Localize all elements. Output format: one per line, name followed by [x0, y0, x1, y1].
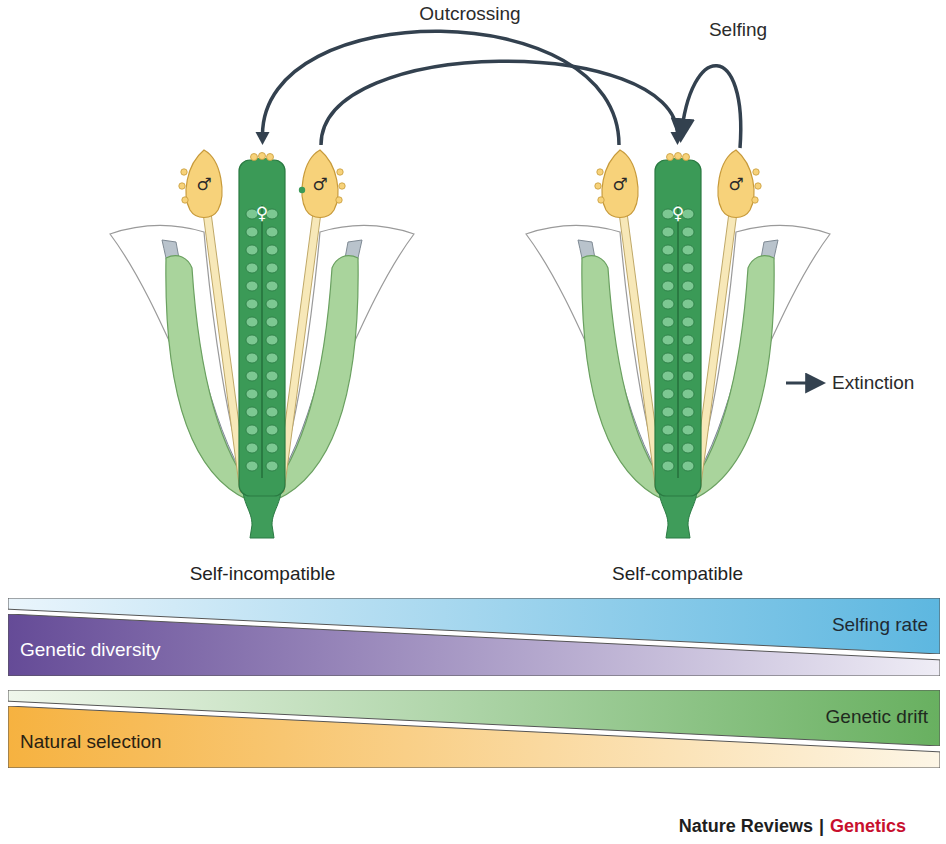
female-symbol: ♀ — [672, 203, 684, 223]
credit-line: Nature Reviews | Genetics — [679, 816, 906, 837]
extinction-label: Extinction — [832, 372, 914, 394]
credit-text: Genetics — [830, 816, 906, 837]
flower-caption: Self-incompatible — [150, 563, 375, 585]
arrow-label: Outcrossing — [419, 3, 520, 25]
outcrossing-arrow — [256, 31, 620, 145]
male-symbol: ♂ — [728, 174, 743, 194]
arrow-label: Selfing — [709, 19, 767, 41]
wedge-label: Genetic diversity — [20, 639, 160, 661]
credit-text: Nature Reviews — [679, 816, 813, 837]
male-symbol: ♂ — [612, 174, 627, 194]
credit-text: | — [819, 816, 824, 837]
diversity-wedge: Genetic diversity — [8, 614, 940, 676]
male-symbol: ♂ — [312, 174, 327, 194]
flower-caption: Self-compatible — [565, 563, 790, 585]
selection-wedge: Natural selection — [8, 706, 940, 768]
female-symbol: ♀ — [256, 203, 268, 223]
male-symbol: ♂ — [196, 174, 211, 194]
outcrossing-arrow — [321, 61, 685, 145]
wedge-label: Genetic drift — [826, 706, 928, 728]
wedge-label: Selfing rate — [832, 614, 928, 636]
wedge-label: Natural selection — [20, 731, 162, 753]
